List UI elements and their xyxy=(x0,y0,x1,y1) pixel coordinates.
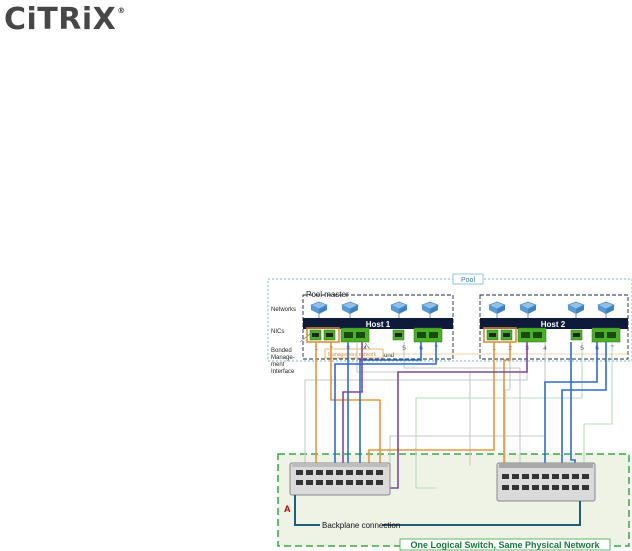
cable xyxy=(504,342,511,466)
purple-cable xyxy=(342,342,363,478)
purple-cable xyxy=(378,342,528,489)
cable xyxy=(403,342,521,466)
management-network-box xyxy=(324,348,384,359)
host1-bond-outline xyxy=(306,327,340,343)
cable xyxy=(415,342,583,489)
nic-card-pair xyxy=(340,327,370,343)
bonded-label-line-3: ment xyxy=(271,362,285,368)
host2-label: Host 2 xyxy=(541,320,566,329)
bonded-label-line-4: Interface xyxy=(271,369,295,375)
switch-2 xyxy=(496,462,596,502)
backplane-line xyxy=(294,495,581,526)
pool-master-label: Pool master xyxy=(306,290,349,299)
pool-label: Pool xyxy=(461,277,475,284)
network-icon xyxy=(341,301,359,318)
backplane-label-bg xyxy=(320,520,382,530)
network-icon xyxy=(488,301,506,318)
host2-nics: 1 2 3 4 5 6 7 xyxy=(483,327,621,352)
nics-label: NICs xyxy=(271,329,284,335)
bonded-management-label: Bonded Manage- ment Interface xyxy=(271,348,295,375)
cables xyxy=(304,342,613,489)
pool-boundary xyxy=(267,278,632,362)
network-icon xyxy=(597,301,615,318)
switch-2-ports xyxy=(502,474,589,490)
logical-switch-label: One Logical Switch, Same Physical Networ… xyxy=(410,540,600,550)
switch-1 xyxy=(289,462,391,496)
switch-2-body xyxy=(496,462,596,502)
orange-bond-cable xyxy=(330,342,381,476)
pool-label-box xyxy=(452,273,484,285)
network-icon xyxy=(567,301,585,318)
bonded-label-line-2: Manage- xyxy=(271,355,295,361)
backplane-label: Backplane connection xyxy=(322,521,400,530)
host1-networks xyxy=(310,301,439,318)
logical-switch-caption-box xyxy=(399,538,611,551)
host1-bar xyxy=(303,318,453,329)
host1-label: Host 1 xyxy=(366,320,391,329)
citrix-logo-text: CiTRiX xyxy=(4,2,117,37)
network-icon xyxy=(421,301,439,318)
nic-card-pair xyxy=(413,327,443,343)
network-icon xyxy=(310,301,328,318)
cable xyxy=(583,342,613,466)
management-network-label: Management network xyxy=(328,352,377,358)
bonded-pointer xyxy=(299,333,311,343)
host2-networks xyxy=(488,301,615,318)
network-icon xyxy=(519,301,537,318)
bonded-label-line-1: Bonded xyxy=(271,348,292,354)
blue-cable xyxy=(561,342,607,478)
network-icon xyxy=(390,301,408,318)
blue-cable xyxy=(334,342,437,478)
orange-bond-cable xyxy=(503,342,511,478)
networks-label: Networks xyxy=(271,307,296,313)
host2-bar xyxy=(480,318,628,329)
point-a-label: A xyxy=(284,504,291,514)
blue-cable xyxy=(359,342,422,478)
switch-1-body xyxy=(289,462,391,496)
host2-bond-outline xyxy=(483,327,517,343)
nic-card-pair xyxy=(517,327,547,343)
registered-mark: ® xyxy=(117,6,126,15)
citrix-logo: CiTRiX® xyxy=(4,2,126,37)
switch-1-ports xyxy=(296,470,383,485)
